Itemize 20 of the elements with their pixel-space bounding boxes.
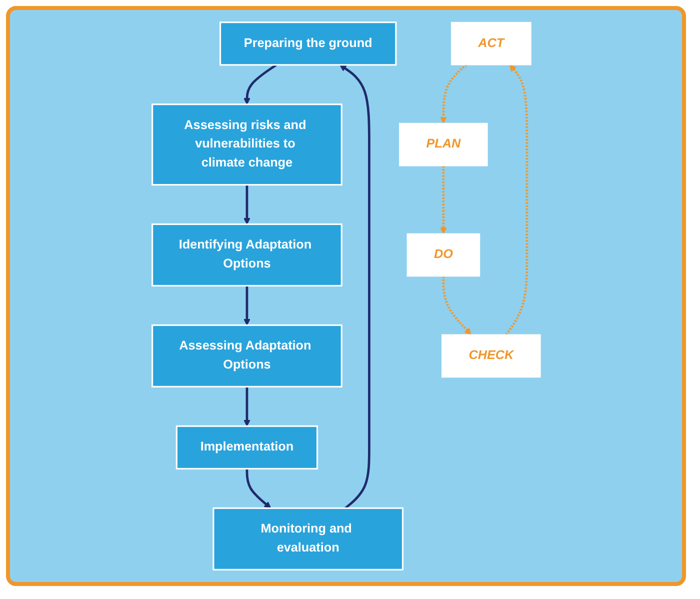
node-box: Identifying Adaptation Options <box>151 223 342 287</box>
arrow <box>243 184 250 225</box>
node-box: Preparing the ground <box>219 22 396 66</box>
node-box: PLAN <box>398 122 488 166</box>
arrow <box>243 286 250 326</box>
arrow <box>440 64 467 124</box>
arrow <box>440 166 447 234</box>
node-box: CHECK <box>441 334 540 378</box>
arrow <box>442 276 471 335</box>
arrow <box>504 64 528 336</box>
arrow <box>243 386 250 426</box>
arrow <box>339 64 370 510</box>
arrow <box>245 468 271 508</box>
node-box: Implementation <box>176 425 318 470</box>
node-box: Monitoring and evaluation <box>212 507 404 570</box>
node-box: Assessing Adaptation Options <box>151 324 342 388</box>
node-box: ACT <box>450 22 531 66</box>
node-box: Assessing risks and vulnerabilities to climate change <box>151 104 342 186</box>
arrow <box>243 64 277 105</box>
node-box: DO <box>406 233 480 277</box>
